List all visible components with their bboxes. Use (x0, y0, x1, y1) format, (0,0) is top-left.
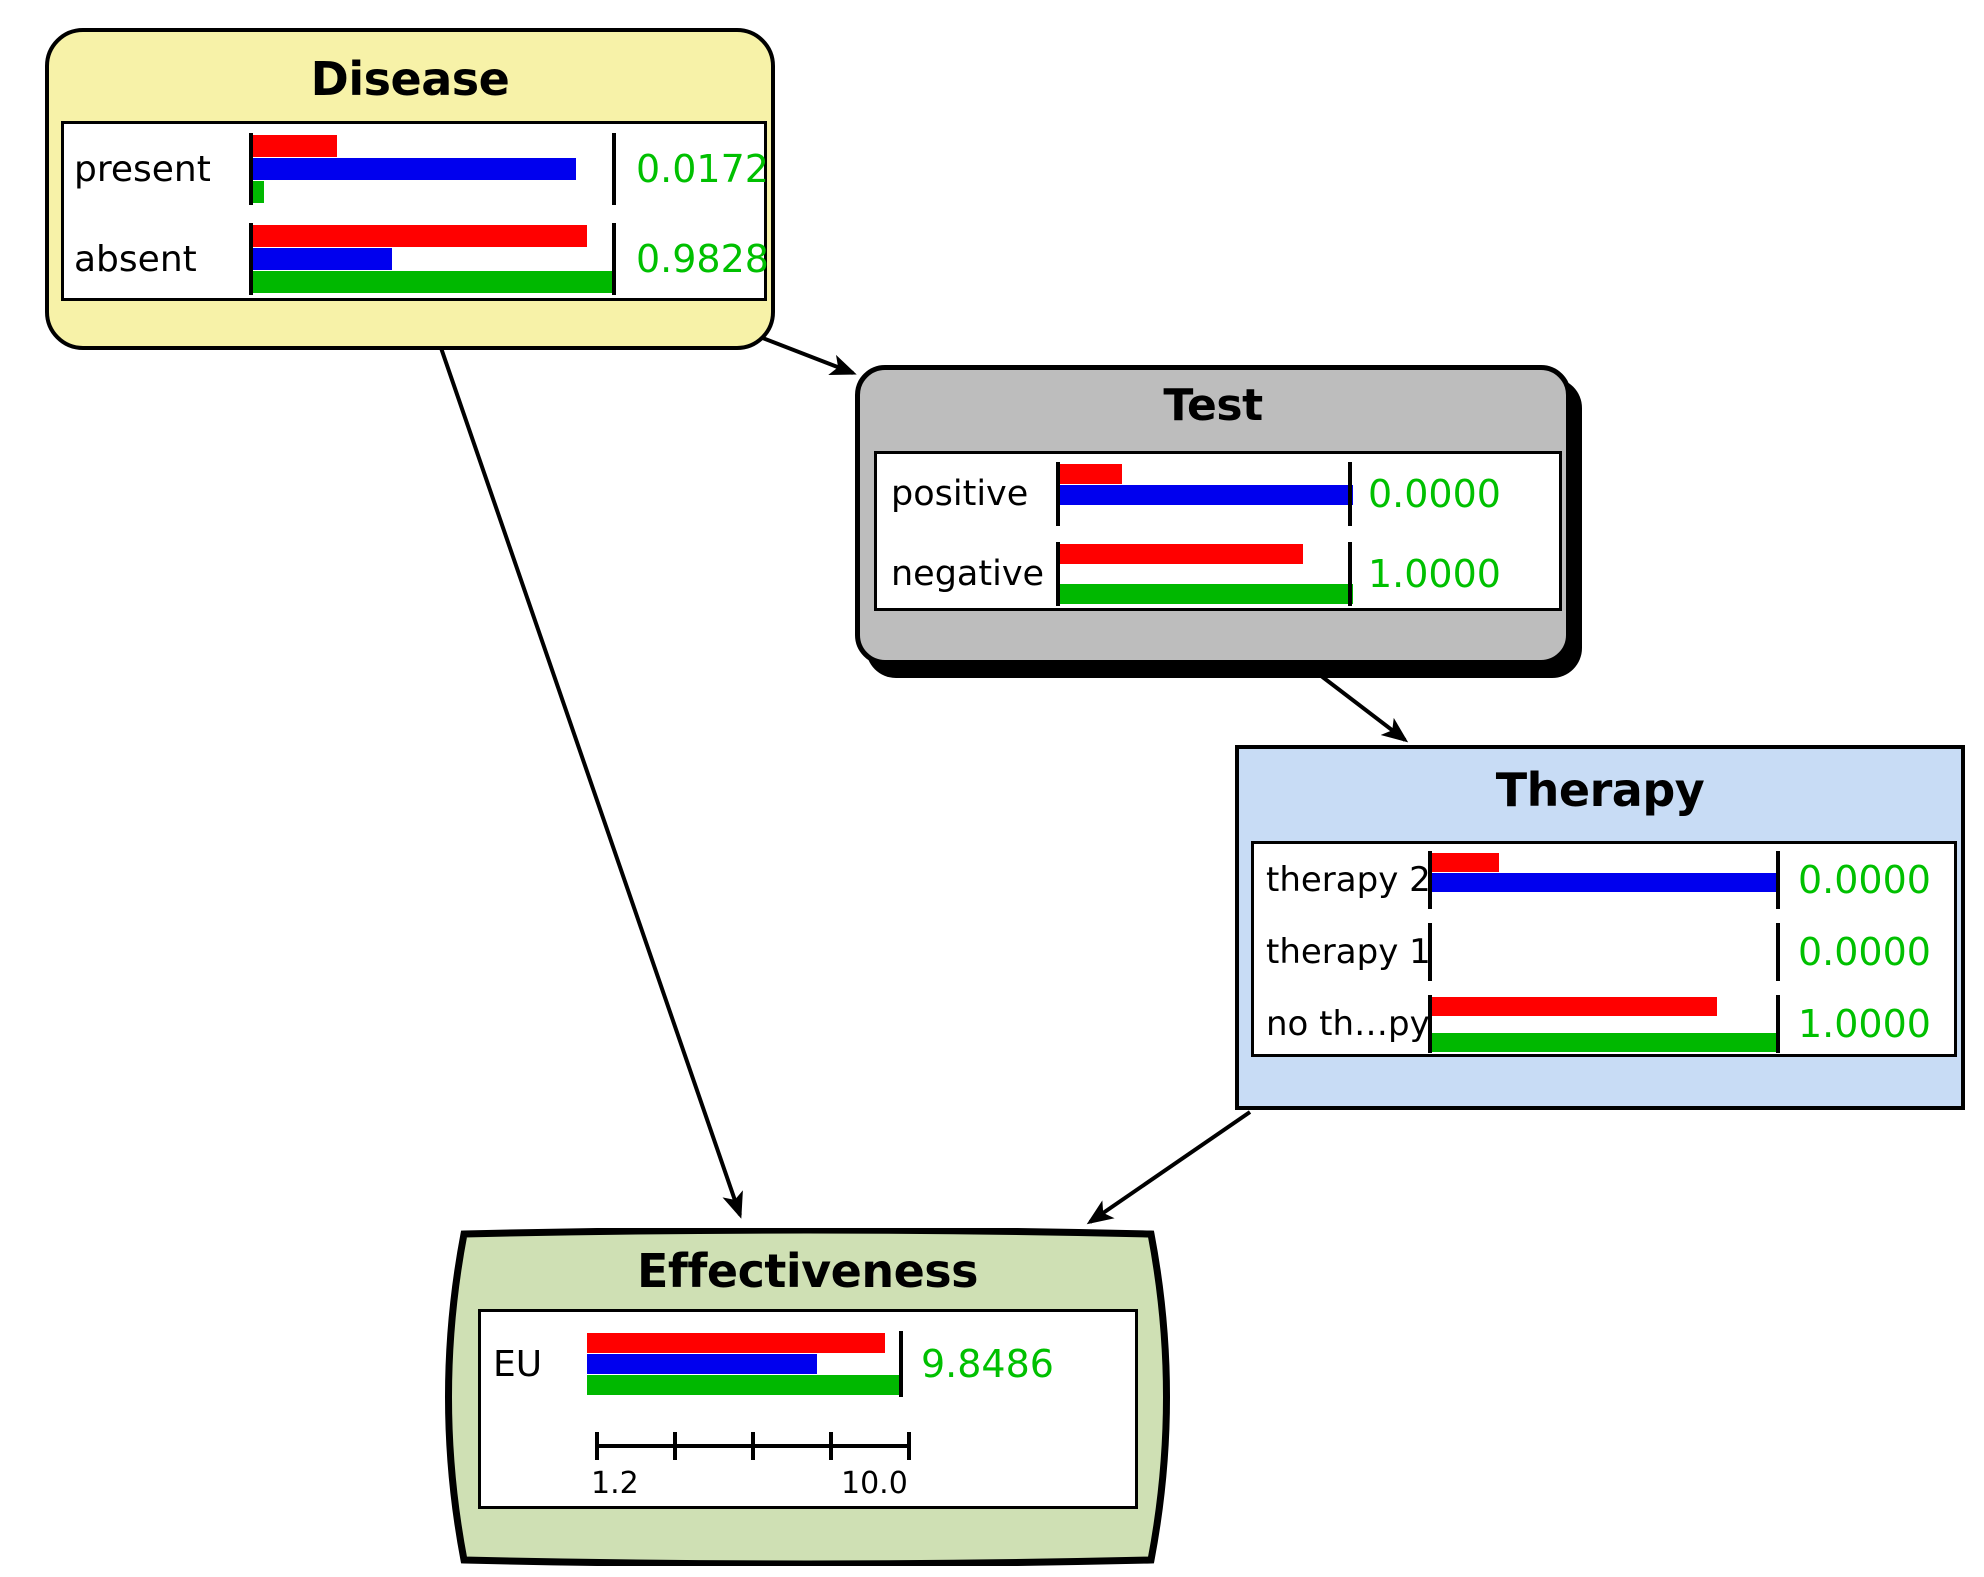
node-therapy-row-therapy-2[interactable]: therapy 2 0.0000 (1254, 844, 1954, 916)
row-bars (249, 223, 616, 295)
row-bars (1056, 462, 1354, 526)
bar-green (253, 181, 264, 203)
bar-red (253, 225, 587, 247)
bar-green (587, 1375, 901, 1395)
scale-label-max: 10.0 (841, 1466, 908, 1501)
node-disease[interactable]: Disease present 0.0172 absent (45, 28, 775, 350)
node-effectiveness-panel: EU 9.8486 1.2 10.0 (478, 1309, 1138, 1509)
row-label: negative (891, 554, 1045, 594)
bar-axis-right (1348, 542, 1352, 606)
row-value: 1.0000 (1798, 1002, 1931, 1046)
bar-blue (1060, 485, 1354, 505)
bar-axis-left (249, 133, 253, 205)
bar-axis-right (612, 223, 616, 295)
bar-axis-right (1348, 462, 1352, 526)
node-therapy-row-therapy-1[interactable]: therapy 1 0.0000 (1254, 916, 1954, 988)
bar-blue (587, 1354, 818, 1374)
row-value: 0.0000 (1368, 472, 1501, 516)
bar-red (1060, 544, 1303, 564)
row-bars (249, 133, 616, 205)
node-test-panel: positive 0.0000 negative 1.0000 (874, 451, 1562, 611)
row-label: present (74, 148, 211, 190)
scale-label-min: 1.2 (591, 1466, 639, 1501)
bar-axis-right (612, 133, 616, 205)
bar-blue (253, 248, 393, 270)
row-value: 1.0000 (1368, 552, 1501, 596)
row-value: 0.0000 (1798, 858, 1931, 902)
bar-axis-left (1428, 995, 1432, 1053)
node-therapy-panel: therapy 2 0.0000 therapy 1 0.0000 no (1251, 841, 1957, 1057)
bar-axis-left (249, 223, 253, 295)
bar-axis-right (899, 1331, 903, 1397)
row-value: 9.8486 (921, 1342, 1054, 1386)
bar-axis-left (1428, 851, 1432, 909)
row-label: therapy 1 (1266, 932, 1431, 972)
bar-blue (253, 158, 576, 180)
node-effectiveness-title: Effectiveness (636, 1244, 979, 1298)
row-value: 0.0000 (1798, 930, 1931, 974)
bar-green (1060, 584, 1354, 604)
node-test[interactable]: Test positive 0.0000 negative (855, 365, 1571, 665)
bar-axis-right (1776, 923, 1780, 981)
node-disease-panel: present 0.0172 absent (61, 121, 769, 304)
row-label: absent (74, 238, 197, 280)
row-label: EU (493, 1343, 543, 1385)
effectiveness-scale: 1.2 10.0 (591, 1422, 915, 1502)
bar-red (587, 1333, 885, 1353)
node-therapy[interactable]: Therapy therapy 2 0.0000 therapy 1 0.0 (1235, 745, 1965, 1110)
scale-tick (673, 1432, 677, 1460)
row-value: 0.0172 (636, 147, 769, 191)
row-value: 0.9828 (636, 237, 769, 281)
scale-tick (751, 1432, 755, 1460)
bar-red (1060, 464, 1123, 484)
bar-axis-left (1428, 923, 1432, 981)
bar-red (253, 135, 338, 157)
row-bars (1056, 542, 1354, 606)
row-bars (1428, 995, 1781, 1053)
bar-blue (1432, 873, 1781, 892)
row-label: therapy 2 (1266, 860, 1431, 900)
bar-green (253, 271, 613, 293)
node-test-row-negative[interactable]: negative 1.0000 (877, 534, 1559, 614)
edge-test-therapy (1314, 670, 1409, 743)
node-therapy-row-no-therapy[interactable]: no th…py 1.0000 (1254, 988, 1954, 1060)
row-bars (583, 1331, 903, 1397)
node-test-row-positive[interactable]: positive 0.0000 (877, 454, 1559, 534)
node-therapy-title: Therapy (1495, 763, 1705, 817)
scale-tick (907, 1432, 911, 1460)
row-bars (1428, 851, 1781, 909)
row-bars (1428, 923, 1780, 981)
scale-tick (595, 1432, 599, 1460)
row-label: no th…py (1266, 1004, 1430, 1044)
node-effectiveness[interactable]: Effectiveness EU 9.8486 1.2 (430, 1228, 1185, 1566)
node-effectiveness-row-eu[interactable]: EU 9.8486 (481, 1312, 1135, 1404)
scale-tick (829, 1432, 833, 1460)
bar-axis-right (1776, 851, 1780, 909)
bar-axis-left (1056, 542, 1060, 606)
node-disease-title: Disease (310, 52, 510, 106)
node-test-title: Test (1163, 380, 1263, 431)
bar-green (1432, 1033, 1781, 1052)
bar-red (1432, 997, 1718, 1016)
edge-disease-effectiveness (438, 344, 743, 1219)
row-label: positive (891, 474, 1029, 514)
bar-axis-right (1776, 995, 1780, 1053)
node-disease-row-absent[interactable]: absent 0.9828 (64, 214, 769, 304)
bar-red (1432, 853, 1499, 872)
bar-axis-left (1056, 462, 1060, 526)
node-disease-row-present[interactable]: present 0.0172 (64, 124, 769, 214)
edge-therapy-effectiveness (1086, 1110, 1252, 1225)
